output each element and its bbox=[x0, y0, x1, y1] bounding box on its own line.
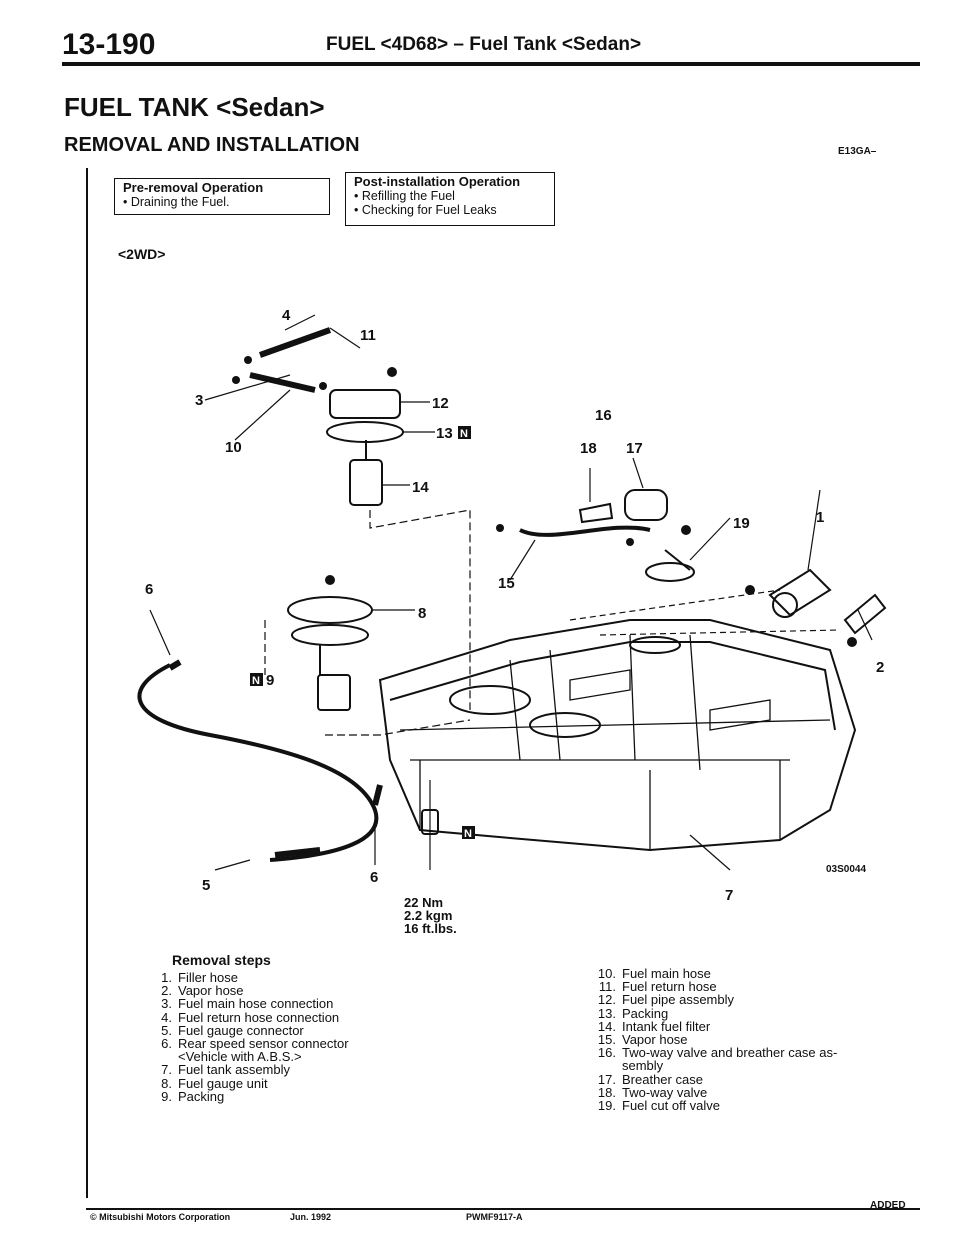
filler-hose bbox=[768, 568, 832, 617]
callout-7: 7 bbox=[725, 887, 733, 904]
svg-text:N: N bbox=[464, 828, 472, 840]
post-installation-box: Post-installation Operation • Refilling … bbox=[345, 172, 555, 226]
breather-case bbox=[624, 489, 668, 521]
fuel-main-hose bbox=[258, 327, 332, 358]
callout-17: 17 bbox=[626, 440, 643, 457]
diagram-image-code: 03S0044 bbox=[826, 864, 867, 875]
list-item: 13.Packing bbox=[597, 1005, 669, 1021]
footer-copyright: © Mitsubishi Motors Corporation bbox=[90, 1212, 231, 1222]
list-item: 11.Fuel return hose bbox=[598, 979, 717, 995]
torque-kgm: 2.2 kgm bbox=[404, 908, 453, 923]
torque-nm: 22 Nm bbox=[404, 895, 444, 910]
callout-3: 3 bbox=[195, 392, 203, 409]
list-item: 2.Vapor hose bbox=[161, 983, 244, 999]
fuel-gauge-unit bbox=[287, 596, 373, 624]
fuel-return-hose bbox=[249, 372, 316, 393]
post-installation-title: Post-installation Operation bbox=[354, 174, 521, 189]
footer-rule bbox=[86, 1208, 920, 1210]
list-item: 6.Rear speed sensor connector bbox=[161, 1036, 349, 1052]
page-header-title: FUEL <4D68> – Fuel Tank <Sedan> bbox=[326, 34, 642, 55]
callout-5: 5 bbox=[202, 877, 210, 894]
list-item: sembly bbox=[622, 1058, 664, 1074]
section-subtitle: REMOVAL AND INSTALLATION bbox=[64, 134, 360, 156]
list-item: 15.Vapor hose bbox=[597, 1032, 688, 1048]
packing-9 bbox=[291, 624, 369, 646]
callout-12: 12 bbox=[432, 395, 449, 412]
fuel-pipe-assembly bbox=[329, 389, 401, 419]
svg-text:N: N bbox=[460, 428, 468, 440]
variant-label: <2WD> bbox=[118, 246, 166, 262]
fuel-tank-outline bbox=[378, 619, 857, 852]
drain-plug bbox=[421, 809, 439, 835]
fuel-level-float bbox=[317, 674, 351, 711]
torque-ftlbs: 16 ft.lbs. bbox=[404, 921, 457, 936]
list-item: 3.Fuel main hose connection bbox=[161, 996, 334, 1012]
callout-8: 8 bbox=[418, 605, 426, 622]
fuel-cutoff-valve bbox=[645, 562, 695, 582]
vapor-hose bbox=[843, 593, 887, 635]
section-title: FUEL TANK <Sedan> bbox=[64, 92, 325, 122]
callout-10: 10 bbox=[225, 439, 242, 456]
callout-16: 16 bbox=[595, 407, 612, 424]
pre-removal-item: • Draining the Fuel. bbox=[123, 195, 230, 209]
mark-n-9 bbox=[250, 673, 263, 686]
mark-n-drain bbox=[462, 826, 475, 839]
two-way-valve bbox=[578, 502, 614, 524]
intank-fuel-filter bbox=[349, 459, 383, 506]
svg-text:N: N bbox=[252, 675, 260, 687]
gauge-opening bbox=[449, 685, 531, 715]
post-installation-item: • Refilling the Fuel bbox=[354, 189, 455, 203]
post-installation-item: • Checking for Fuel Leaks bbox=[354, 203, 497, 217]
list-item: 1.Filler hose bbox=[161, 970, 238, 985]
callout-18: 18 bbox=[580, 440, 597, 457]
torque-spec: 22 Nm 2.2 kgm 16 ft.lbs. bbox=[404, 896, 457, 935]
list-item: 12.Fuel pipe assembly bbox=[597, 992, 734, 1008]
pump-opening bbox=[529, 712, 601, 738]
vapor-line bbox=[519, 525, 651, 537]
callout-2: 2 bbox=[876, 659, 884, 676]
list-item: 8.Fuel gauge unit bbox=[161, 1075, 268, 1091]
list-item: 17.Breather case bbox=[597, 1071, 703, 1087]
fuel-gauge-harness bbox=[137, 663, 379, 862]
list-item: 7.Fuel tank assembly bbox=[161, 1062, 290, 1078]
margin-rule bbox=[86, 168, 88, 1198]
callout-9: 9 bbox=[266, 672, 274, 689]
list-item: 14.Intank fuel filter bbox=[597, 1018, 711, 1034]
header-rule bbox=[62, 62, 920, 66]
removal-steps-title: Removal steps bbox=[172, 952, 271, 968]
list-item: 16.Two-way valve and breather case as- bbox=[597, 1045, 838, 1061]
list-item: 19.Fuel cut off valve bbox=[597, 1098, 721, 1114]
callout-6a: 6 bbox=[145, 581, 153, 598]
callout-4: 4 bbox=[282, 307, 291, 324]
pre-removal-box: Pre-removal Operation • Draining the Fue… bbox=[114, 178, 330, 215]
footer-status: ADDED bbox=[870, 1200, 906, 1211]
callout-14: 14 bbox=[412, 479, 429, 496]
list-item: 4.Fuel return hose connection bbox=[161, 1009, 340, 1025]
footer-date: Jun. 1992 bbox=[290, 1212, 332, 1222]
footer-doc-number: PWMF9117-A bbox=[466, 1212, 523, 1222]
callout-13: 13 bbox=[436, 425, 453, 442]
callout-19: 19 bbox=[733, 515, 750, 532]
list-item: 9.Packing bbox=[161, 1088, 225, 1104]
list-item: <Vehicle with A.B.S.> bbox=[178, 1049, 302, 1065]
fuel-tank-exploded-diagram: 4 11 3 10 12 13 N 14 16 18 17 19 1 15 6 … bbox=[137, 307, 887, 904]
section-code: E13GA– bbox=[838, 146, 877, 157]
list-item: 18.Two-way valve bbox=[597, 1084, 708, 1100]
pre-removal-title: Pre-removal Operation bbox=[123, 180, 264, 195]
removal-steps-right: 10.Fuel main hose 11.Fuel return hose 12… bbox=[594, 967, 894, 1112]
page-number: 13-190 bbox=[62, 28, 156, 61]
callout-15: 15 bbox=[498, 575, 515, 592]
callout-1: 1 bbox=[816, 509, 824, 526]
packing-13 bbox=[326, 421, 404, 443]
cutoff-valve-opening bbox=[629, 636, 681, 654]
removal-steps-left: 1.Filler hose 2.Vapor hose 3.Fuel main h… bbox=[150, 971, 450, 1103]
list-item: 5.Fuel gauge connector bbox=[161, 1022, 304, 1038]
list-item: 10.Fuel main hose bbox=[597, 966, 711, 981]
callout-11: 11 bbox=[360, 327, 376, 344]
callout-6b: 6 bbox=[370, 869, 378, 886]
fuel-tank-top-ridge bbox=[389, 641, 836, 731]
mark-n-13 bbox=[458, 426, 471, 439]
